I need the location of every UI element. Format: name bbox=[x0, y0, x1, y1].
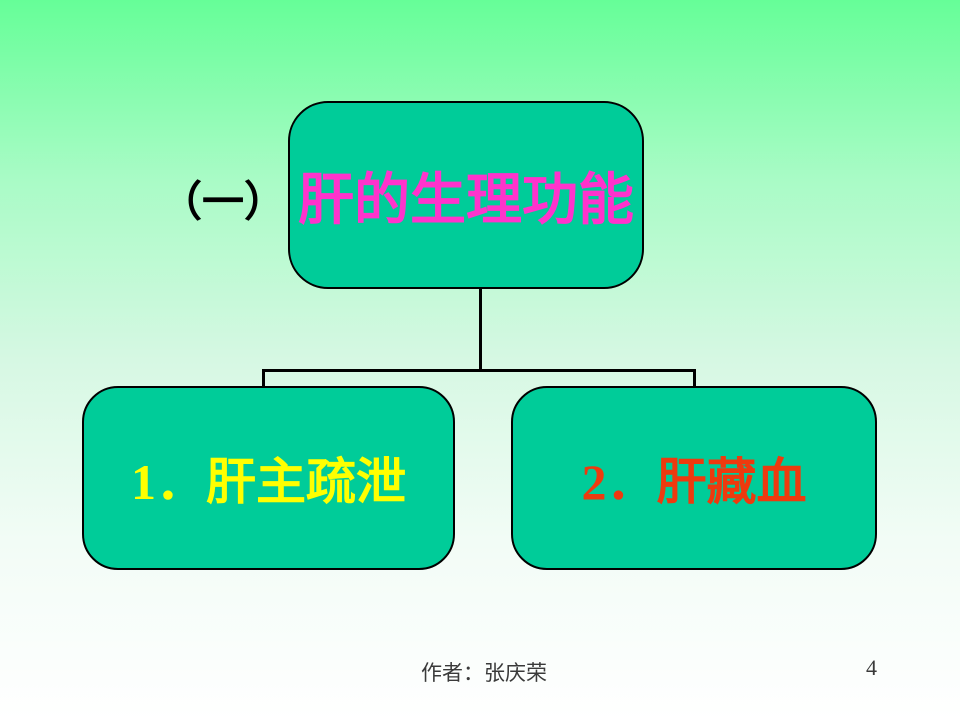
connector-stem-line bbox=[479, 289, 482, 371]
title-text: 肝的生理功能 bbox=[298, 169, 634, 232]
child-box-1-label: 1．肝主疏泄 bbox=[131, 454, 406, 510]
child-box-2-label: 2．肝藏血 bbox=[581, 454, 807, 510]
footer-author: 作者：张庆荣 bbox=[421, 661, 547, 685]
child-box-1: 1．肝主疏泄 bbox=[82, 386, 455, 570]
section-label: （一） bbox=[160, 180, 287, 226]
connector-left-drop-line bbox=[262, 369, 265, 387]
page-number: 4 bbox=[866, 655, 877, 680]
connector-right-drop-line bbox=[693, 369, 696, 387]
child-box-2: 2．肝藏血 bbox=[511, 386, 877, 570]
connector-crossbar-line bbox=[262, 369, 696, 372]
title-box: 肝的生理功能 bbox=[288, 101, 644, 289]
